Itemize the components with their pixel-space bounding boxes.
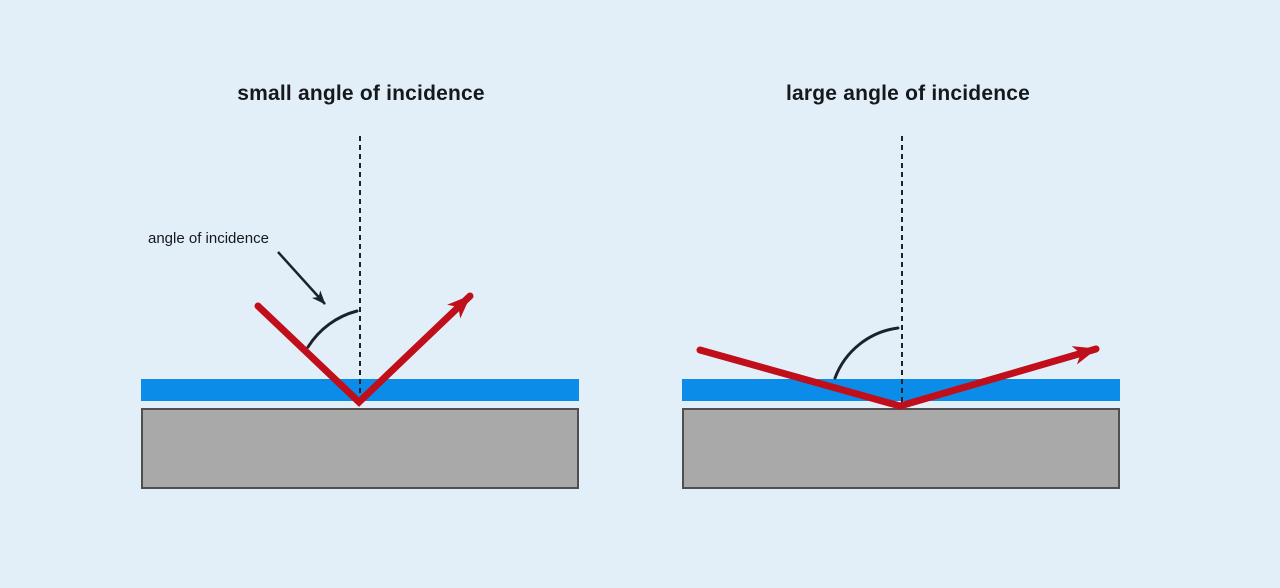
left-diagram <box>141 136 579 489</box>
ground-block <box>141 408 579 489</box>
right-diagram <box>682 136 1120 489</box>
angle-of-incidence-label: angle of incidence <box>148 230 269 247</box>
ground-block <box>682 408 1120 489</box>
right-panel-title: large angle of incidence <box>785 82 1031 105</box>
light-ray <box>254 292 474 407</box>
angle-arc <box>833 326 900 380</box>
left-panel-title: small angle of incidence <box>237 82 485 105</box>
light-ray <box>696 345 1100 410</box>
angle-arc <box>306 309 359 349</box>
label-pointer-arrow <box>277 251 326 305</box>
